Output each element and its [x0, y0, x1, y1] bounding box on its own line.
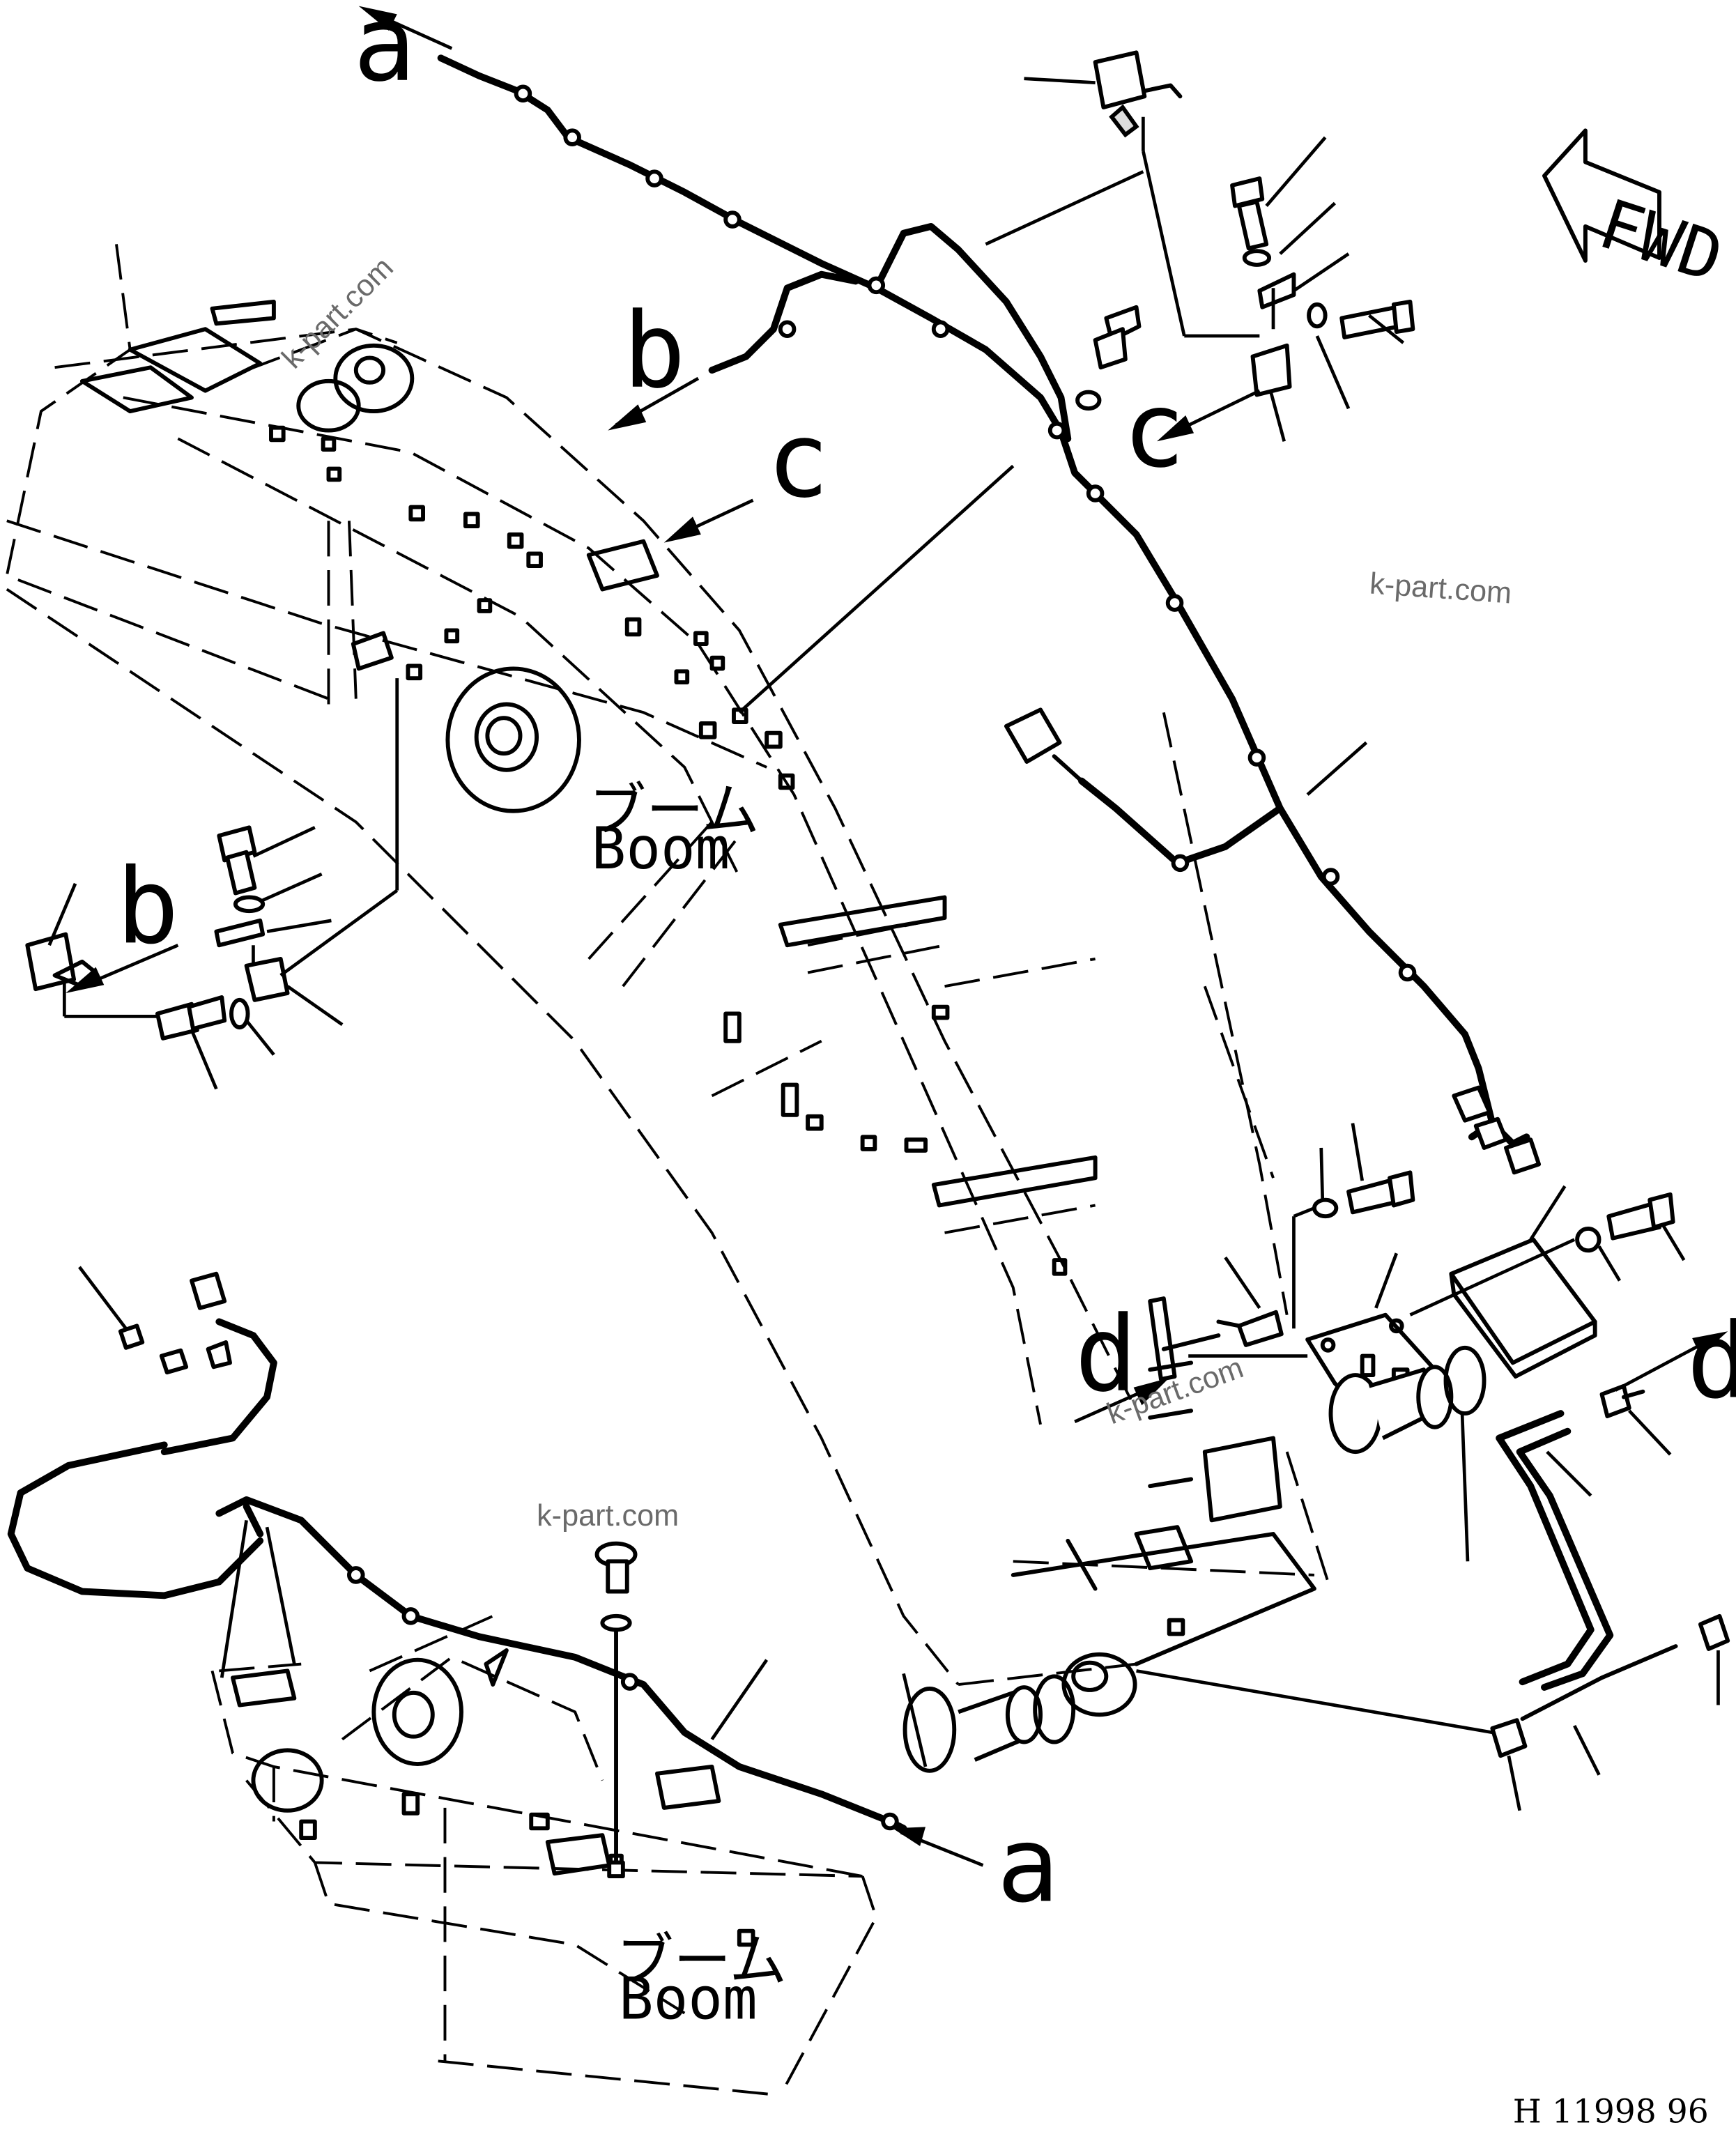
- label-b-left: b: [116, 846, 179, 967]
- watermark-right: k-part.com: [1369, 567, 1513, 610]
- boom-foot-lugs: [79, 327, 415, 433]
- fwd-arrow-icon: FWD: [1542, 128, 1732, 298]
- control-box: [1449, 1237, 1597, 1379]
- bushing-set-right: [1328, 1345, 1487, 1455]
- fwd-label: FWD: [1590, 185, 1732, 298]
- label-a-bottom: a: [997, 1804, 1059, 1926]
- main-wiring-harness: [437, 54, 1530, 1148]
- harness-clamps: [347, 84, 1417, 1831]
- leader-lines: [47, 77, 1720, 1811]
- label-a-top: a: [353, 0, 416, 105]
- boom-label-jp: ブーム: [589, 777, 760, 844]
- lower-wiring-harness: [7, 1318, 907, 1832]
- label-b-upper: b: [623, 291, 686, 412]
- boom-tip-pin: [1011, 1532, 1316, 1717]
- lower-boom-outline: [210, 1615, 878, 2097]
- label-c-right: c: [1123, 370, 1185, 491]
- drawing-code: H 11998 96: [1513, 2093, 1709, 2131]
- boom-label-lower: ブーム Boom: [616, 1927, 787, 2032]
- boom-label-en: Boom: [592, 815, 730, 882]
- lower-boom-foot: [231, 1648, 755, 1947]
- box-bolts: [1312, 1170, 1675, 1253]
- pressure-switch: [1148, 1296, 1284, 1381]
- boom-label-jp-lower: ブーム: [616, 1927, 787, 1994]
- bushing-set-lower: [902, 1674, 1076, 1773]
- hydraulic-pipe: [1490, 1383, 1730, 1758]
- watermark-lower: k-part.com: [537, 1499, 679, 1533]
- section-arrows: [66, 6, 1728, 1867]
- boom-pin-boss: [445, 666, 581, 813]
- boom-label-en-lower: Boom: [619, 1965, 758, 2032]
- label-c-boom: c: [767, 400, 829, 521]
- boom-label-upper: ブーム Boom: [589, 777, 760, 882]
- lower-bolt-stack: [594, 1541, 638, 1879]
- harness-connector-mid: [1004, 707, 1542, 1175]
- boom-clip-brackets: [210, 299, 1282, 1636]
- label-d-right: d: [1687, 1301, 1736, 1422]
- left-bolt-set: [155, 825, 290, 1041]
- upper-right-bolt-set: [1075, 176, 1415, 411]
- callout-labels: a b c c b d d a: [116, 0, 1736, 1926]
- work-lamp-top: [1093, 50, 1183, 138]
- label-d-left: d: [1075, 1294, 1137, 1415]
- watermark-upper-left: k-part.com: [275, 251, 399, 375]
- proximity-sensor: [118, 1271, 232, 1375]
